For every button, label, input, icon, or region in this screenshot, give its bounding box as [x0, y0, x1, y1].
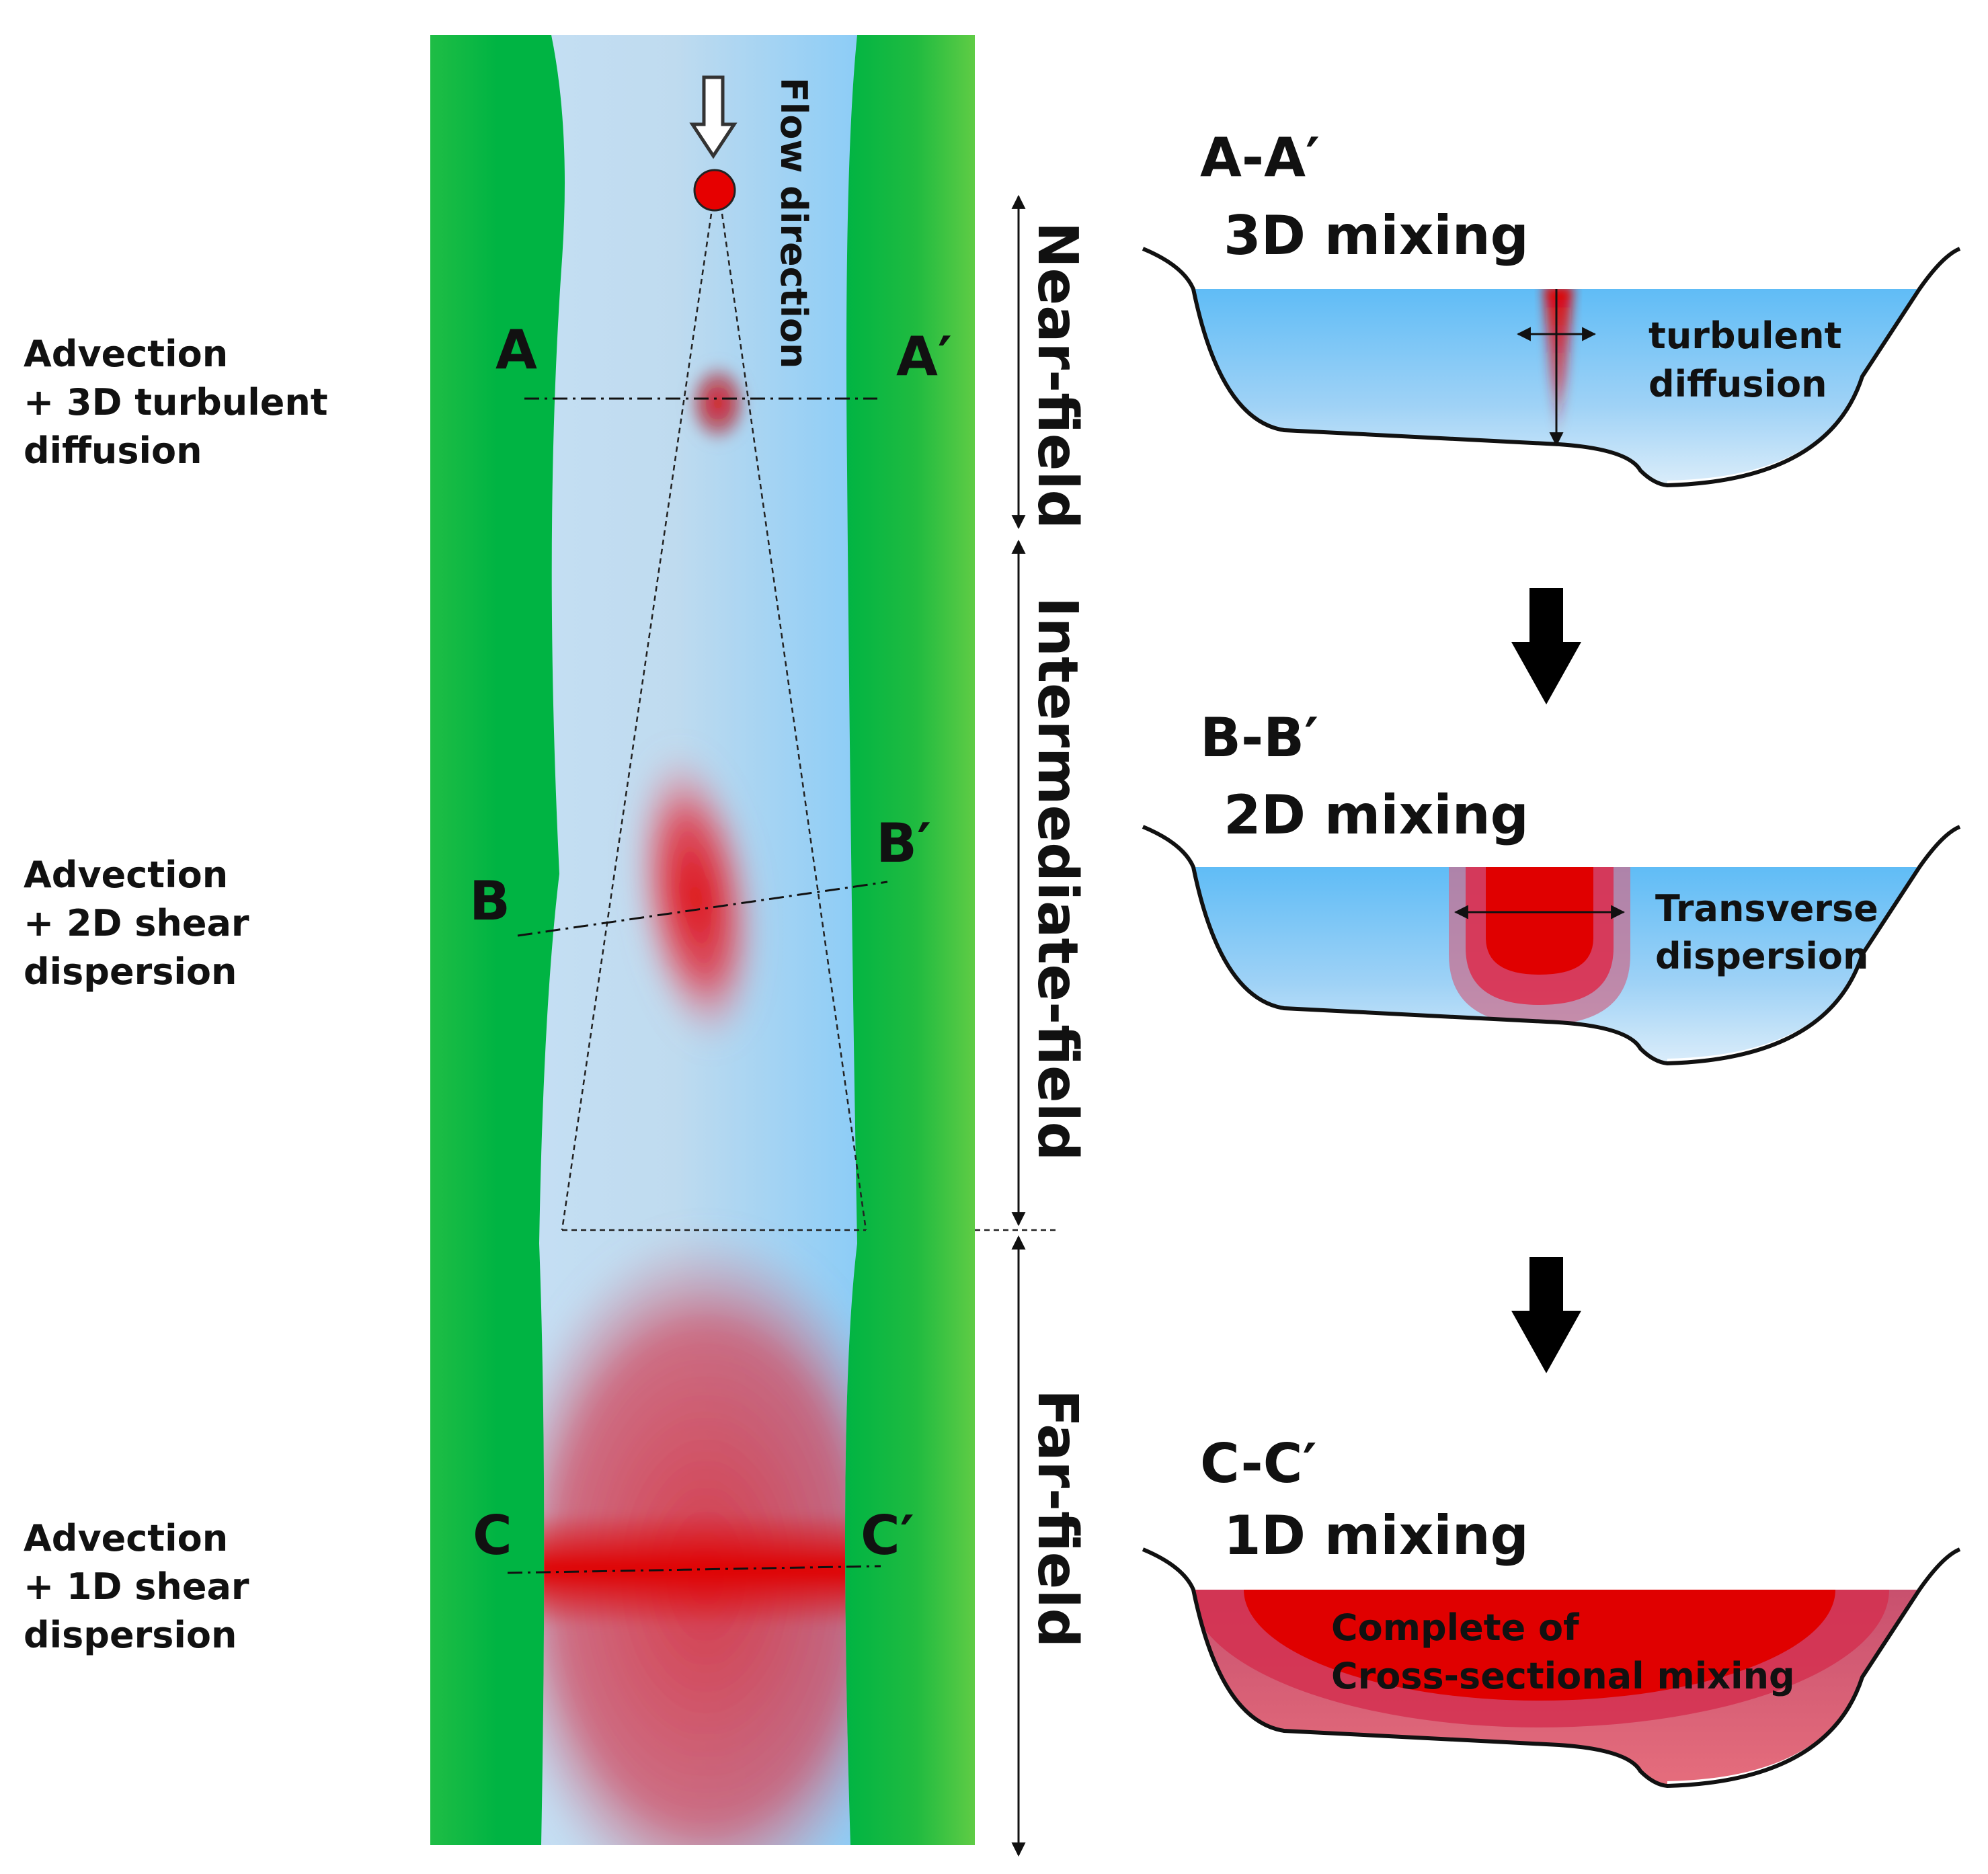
river-plan-view: Flow direction A A′ B B′ C C′ [430, 35, 1059, 1845]
cross-section-bb-mode: 2D mixing [1224, 784, 1529, 846]
section-a-label: A [495, 319, 537, 381]
section-a-prime-label: A′ [896, 325, 952, 388]
flow-direction-label: Flow direction [772, 77, 815, 368]
section-b-label: B [469, 870, 510, 932]
cross-section-bb-note-line-2: dispersion [1655, 935, 1868, 977]
cross-section-aa: A-A′ 3D mixing turbulent diffusion [1142, 126, 1961, 488]
cross-section-aa-bed [1142, 247, 1961, 488]
cross-section-cc-plume-core [1244, 1590, 1835, 1701]
far-label-line-1: Advection [24, 1517, 228, 1559]
intermediate-field-plume [632, 747, 760, 1048]
cross-section-cc-mode: 1D mixing [1224, 1504, 1529, 1567]
pollutant-source-dot [693, 169, 736, 212]
section-b-prime-label: B′ [876, 812, 931, 874]
section-line-c [507, 1565, 881, 1574]
far-field-label: Far-field [1025, 1389, 1089, 1647]
cross-section-aa-title: A-A′ [1200, 126, 1320, 189]
cross-section-cc-water [1193, 1590, 1919, 1786]
cross-section-cc: C-C′ 1D mixing Complete of Cross-section… [1142, 1432, 1961, 1789]
cross-section-bb-plume-core [1486, 867, 1593, 975]
left-labels: Advection + 3D turbulent diffusion Advec… [24, 333, 328, 1656]
far-label-line-2: + 1D shear [24, 1565, 249, 1608]
intermediate-label-line-3: dispersion [24, 950, 237, 993]
down-arrow-icon-1 [1511, 588, 1581, 704]
cross-section-aa-plume [1544, 289, 1573, 444]
down-arrow-icon [689, 75, 738, 159]
left-bank [430, 35, 565, 1845]
near-label-line-1: Advection [24, 333, 228, 375]
section-c-prime-label: C′ [861, 1504, 914, 1567]
section-line-b [517, 881, 888, 937]
intermediate-field-label: Intermediate-field [1025, 597, 1089, 1161]
near-field-label: Near-field [1025, 222, 1089, 529]
cross-section-bb-title: B-B′ [1200, 706, 1318, 769]
intermediate-label-line-1: Advection [24, 854, 228, 896]
cross-section-bb: B-B′ 2D mixing Transverse dispersion [1142, 706, 1961, 1066]
intermediate-label-line-2: + 2D shear [24, 902, 249, 944]
cross-section-cc-bed [1142, 1547, 1961, 1789]
right-bank [845, 35, 975, 1845]
cross-section-cc-note-line-2: Cross-sectional mixing [1331, 1655, 1795, 1697]
spreading-cone [561, 213, 1059, 1231]
cross-section-aa-note-line-2: diffusion [1648, 363, 1827, 405]
near-label-line-3: diffusion [24, 430, 202, 472]
section-c-label: C [473, 1504, 512, 1567]
cross-section-bb-bed [1142, 825, 1961, 1066]
cross-section-aa-note-line-1: turbulent [1648, 315, 1841, 357]
down-arrow-icon-2 [1511, 1257, 1581, 1373]
near-label-line-2: + 3D turbulent [24, 381, 328, 423]
near-field-plume [684, 360, 752, 447]
cross-section-cc-note-line-1: Complete of [1331, 1606, 1579, 1649]
cross-section-cc-title: C-C′ [1200, 1432, 1317, 1495]
cross-section-aa-mode: 3D mixing [1224, 204, 1529, 267]
cross-section-bb-note-line-1: Transverse [1655, 887, 1878, 930]
far-label-line-3: dispersion [24, 1614, 237, 1656]
